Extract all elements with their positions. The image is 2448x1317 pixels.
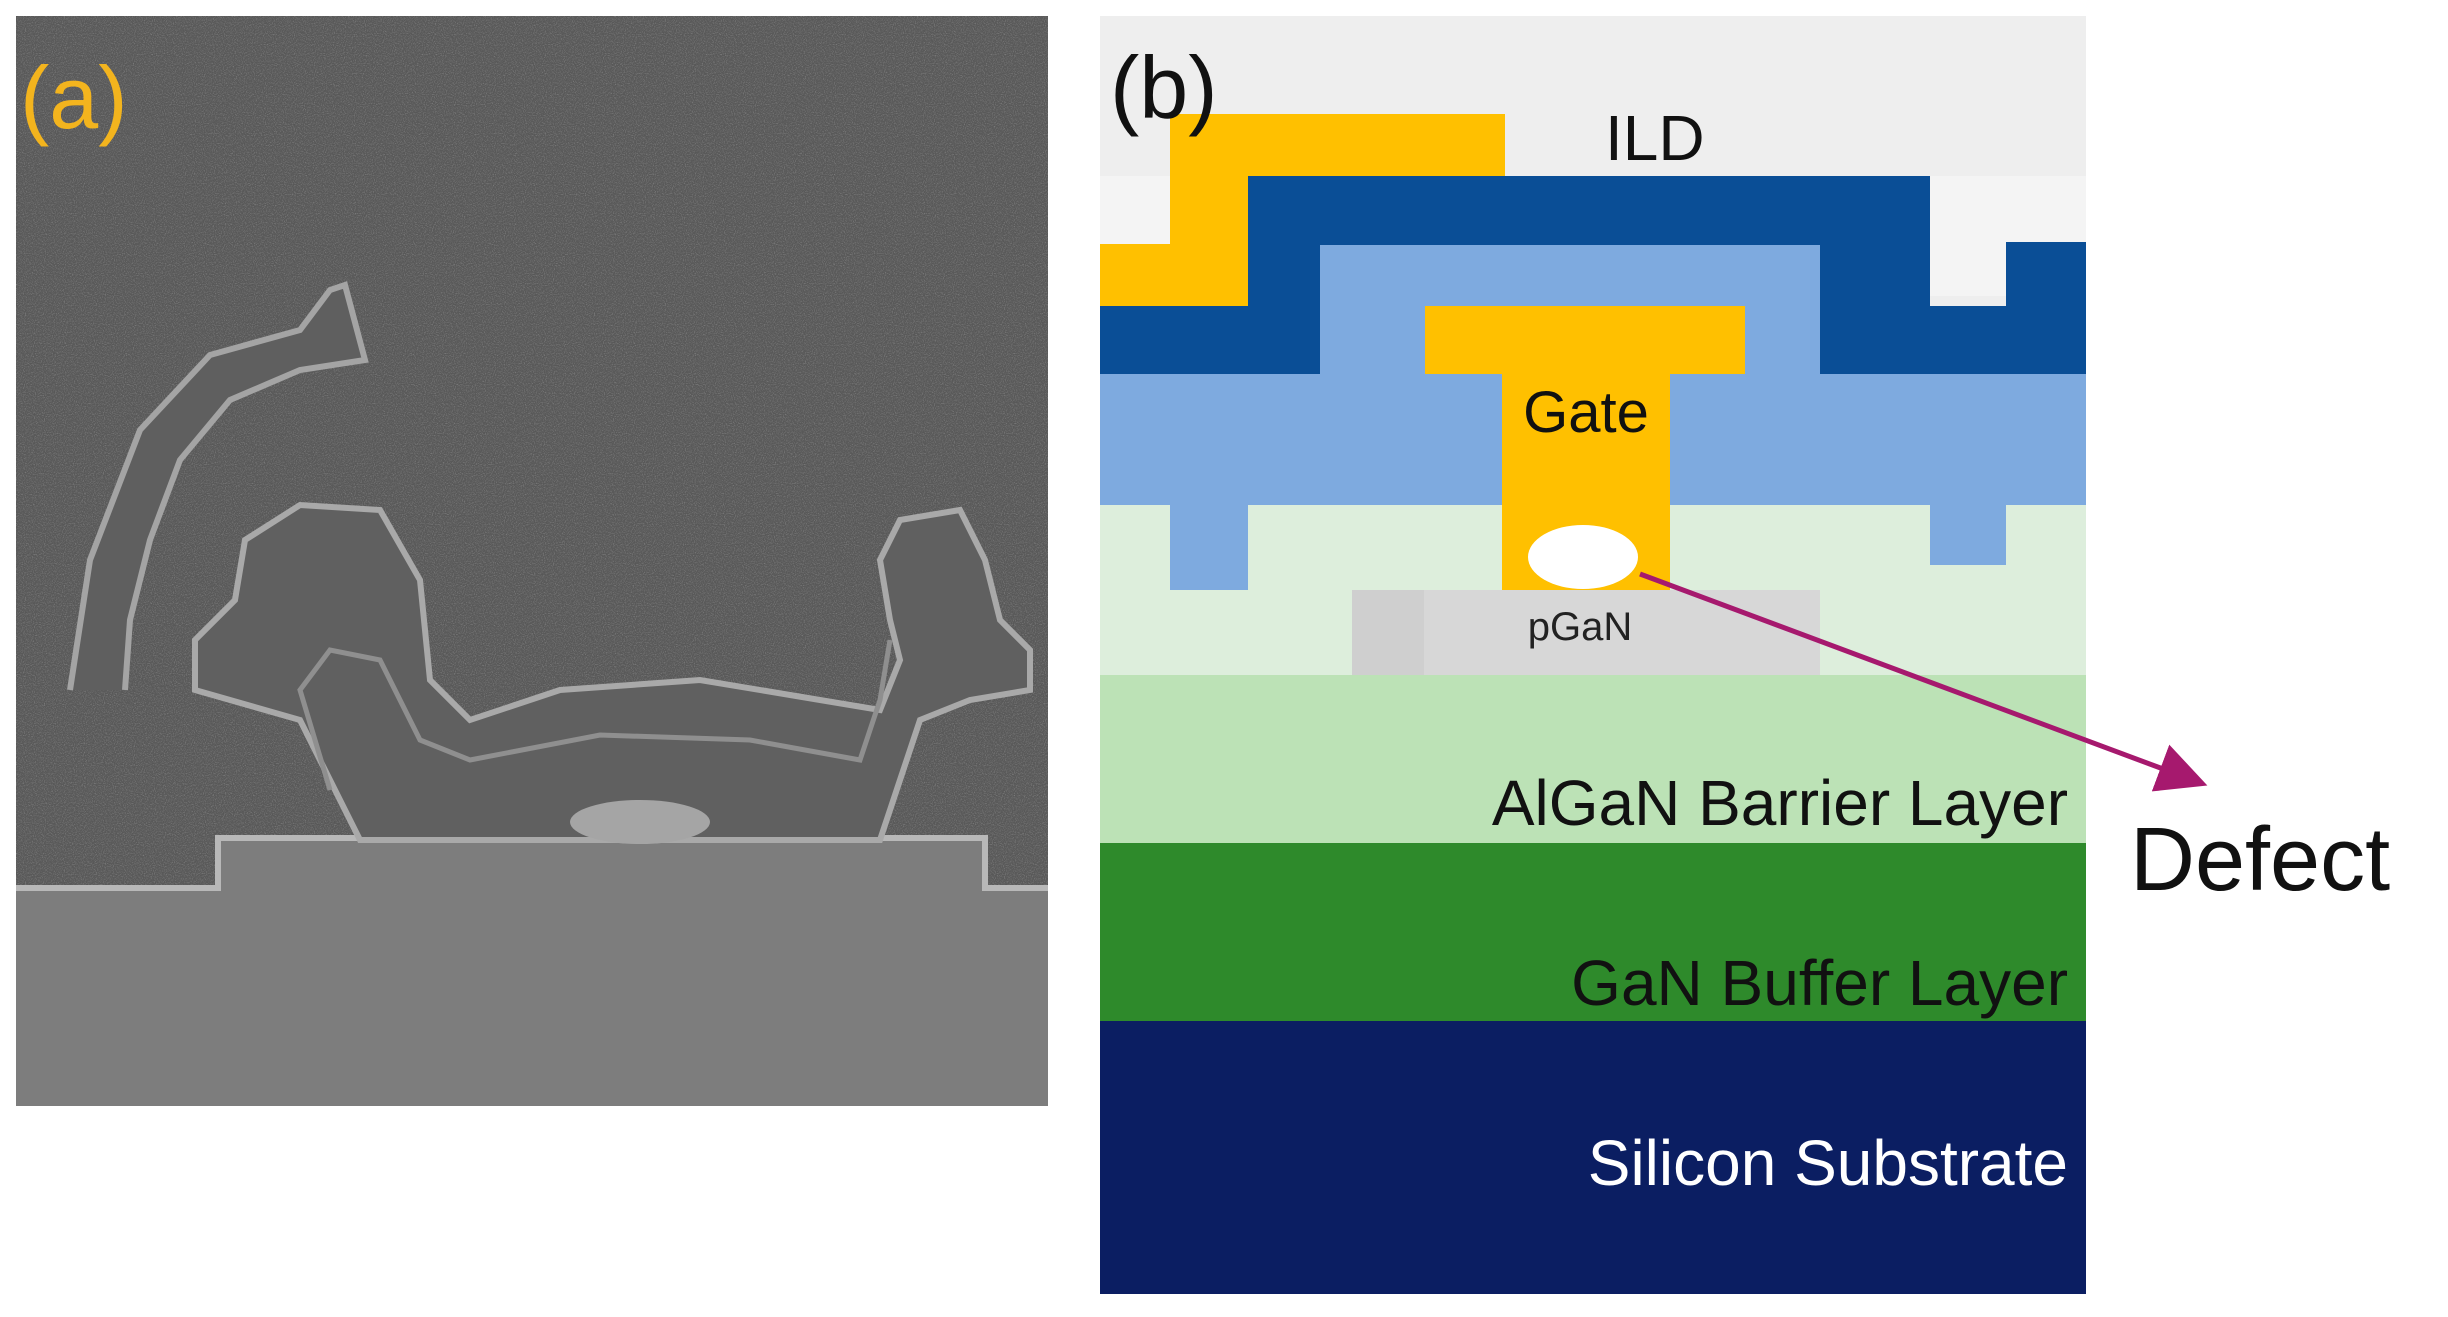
defect-arrow [1639,571,2208,792]
defect-ellipse [1528,525,1638,589]
sem-inner-layer [297,639,893,791]
gan-layer [1100,843,2086,1021]
sem-substrate [16,838,1048,1106]
panel-a-sem-image: (a) [16,16,1048,1106]
ild-label: ILD [1605,102,1705,174]
pgan-label: pGaN [1528,605,1633,649]
algan-label: AlGaN Barrier Layer [1492,767,2068,839]
pgan-block [1352,590,1820,675]
panel-a-label: (a) [20,48,128,147]
sem-defect-void [570,800,710,844]
pgan-shade [1352,590,1424,675]
source-field-plate [1100,114,1505,306]
algan-layer [1100,675,2086,843]
dielectric-dark-blue [1100,176,2086,374]
gate-label: Gate [1523,380,1649,445]
panel-b-label: (b) [1110,38,1218,137]
defect-label: Defect [2130,810,2390,910]
panel-b-schematic: (b) ILD Gate pGaN AlGaN Barrier Layer Ga… [1100,16,2390,1294]
substrate-label: Silicon Substrate [1588,1127,2068,1199]
substrate-layer [1100,1021,2086,1294]
sem-gate-stack [192,501,1033,843]
gan-label: GaN Buffer Layer [1571,947,2068,1019]
gate-metal [1425,306,1745,590]
sem-field-plate [67,281,369,691]
